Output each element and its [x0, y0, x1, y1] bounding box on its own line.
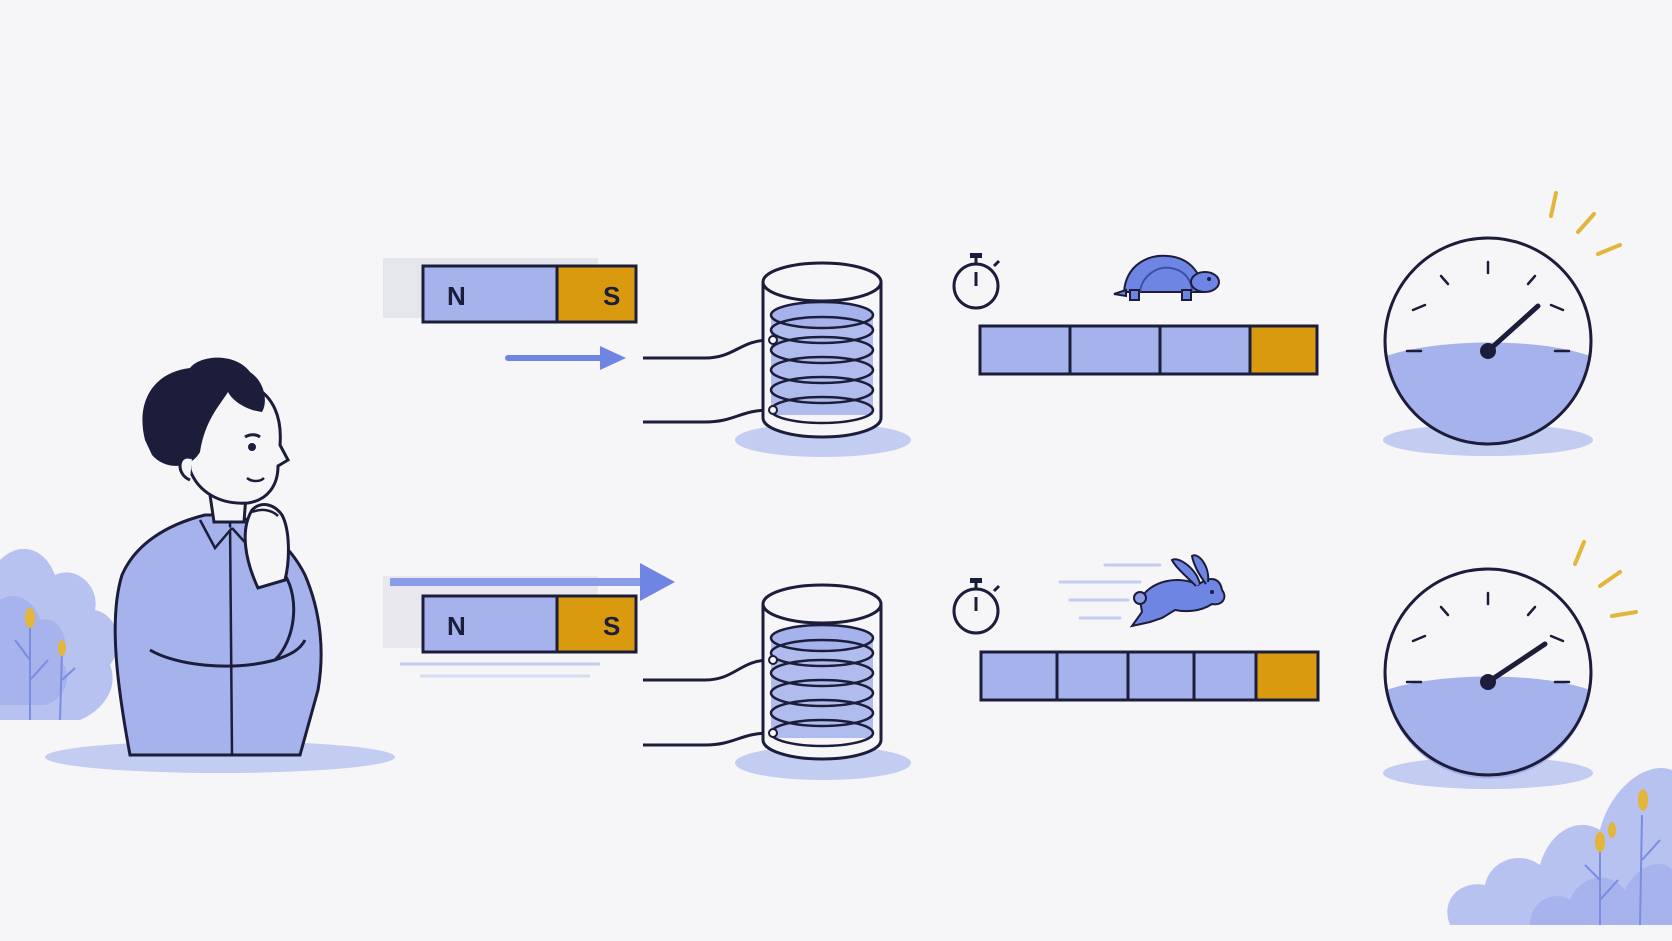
stopwatch-icon [952, 578, 1001, 635]
south-pole-label: S [603, 281, 620, 311]
duration-bar [979, 650, 1320, 702]
rabbit-icon [1058, 554, 1226, 628]
stopwatch-icon [952, 253, 1001, 310]
coil-icon [643, 583, 911, 780]
gauge-fill [1386, 676, 1590, 779]
gauge-spark-lines [1573, 540, 1638, 618]
duration-segment [1055, 650, 1130, 702]
bar-magnet: N S [421, 264, 638, 324]
duration-segment [1126, 650, 1196, 702]
scenario-slow: N S [383, 191, 1622, 457]
gauge-icon [1383, 191, 1622, 456]
magnet-south-pole [555, 264, 638, 324]
fast-motion-arrow [390, 563, 675, 601]
duration-end-segment [1248, 324, 1319, 376]
duration-bar [978, 324, 1319, 376]
gauge-icon [1383, 540, 1638, 789]
magnet-north-pole [421, 264, 559, 324]
bush-right-icon [1447, 768, 1672, 926]
south-pole-label: S [603, 611, 620, 641]
thinking-person-icon [45, 357, 395, 773]
duration-segment [978, 324, 1072, 376]
magnet-south-pole [555, 594, 638, 654]
magnet-north-pole [421, 594, 559, 654]
bar-magnet: N S [421, 594, 638, 654]
duration-end-segment [1254, 650, 1320, 702]
gauge-needle [1485, 641, 1548, 685]
duration-segment [1192, 650, 1258, 702]
duration-segment [1158, 324, 1252, 376]
bush-left-icon [0, 548, 118, 721]
coil-icon [643, 261, 911, 457]
north-pole-label: N [447, 611, 466, 641]
gauge-needle [1485, 303, 1541, 354]
tortoise-icon [1113, 254, 1220, 301]
gauge-spark-lines [1549, 191, 1622, 256]
duration-segment [1068, 324, 1162, 376]
slow-motion-arrow [505, 346, 626, 370]
north-pole-label: N [447, 281, 466, 311]
scenario-fast: N S [383, 540, 1638, 789]
gauge-fill [1386, 342, 1590, 445]
duration-segment [979, 650, 1059, 702]
